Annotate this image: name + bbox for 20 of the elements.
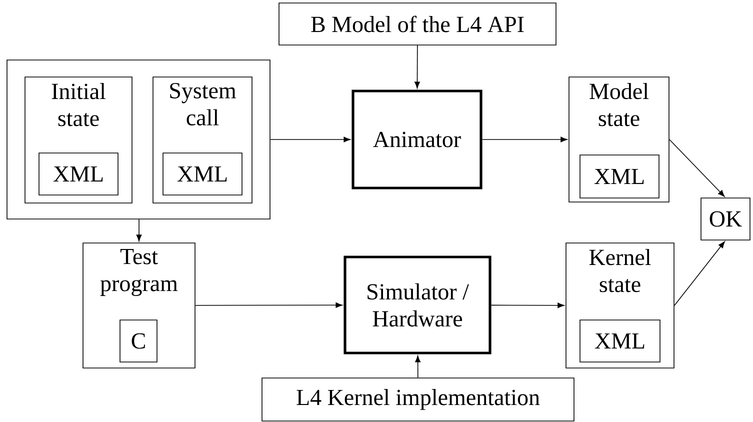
input-box: B Model of the L4 API: [278, 2, 556, 46]
input-box: L4 Kernel implementation: [262, 378, 574, 422]
process-box: Animator: [352, 90, 482, 190]
format-box: XML: [162, 152, 242, 196]
arrow: [415, 356, 420, 378]
arrow: [490, 302, 564, 308]
format-box: XML: [38, 152, 118, 196]
process-box: Simulator / Hardware: [344, 256, 492, 354]
result-box: OK: [700, 198, 750, 240]
format-box: XML: [580, 154, 660, 198]
arrow: [414, 45, 420, 88]
format-box: XML: [580, 320, 660, 362]
arrow: [674, 241, 725, 306]
format-box: C: [120, 320, 158, 362]
arrow: [195, 302, 342, 308]
arrow: [136, 219, 142, 242]
group-box: [6, 60, 270, 220]
arrow: [482, 136, 568, 142]
arrow: [669, 139, 725, 197]
arrow: [270, 136, 350, 142]
